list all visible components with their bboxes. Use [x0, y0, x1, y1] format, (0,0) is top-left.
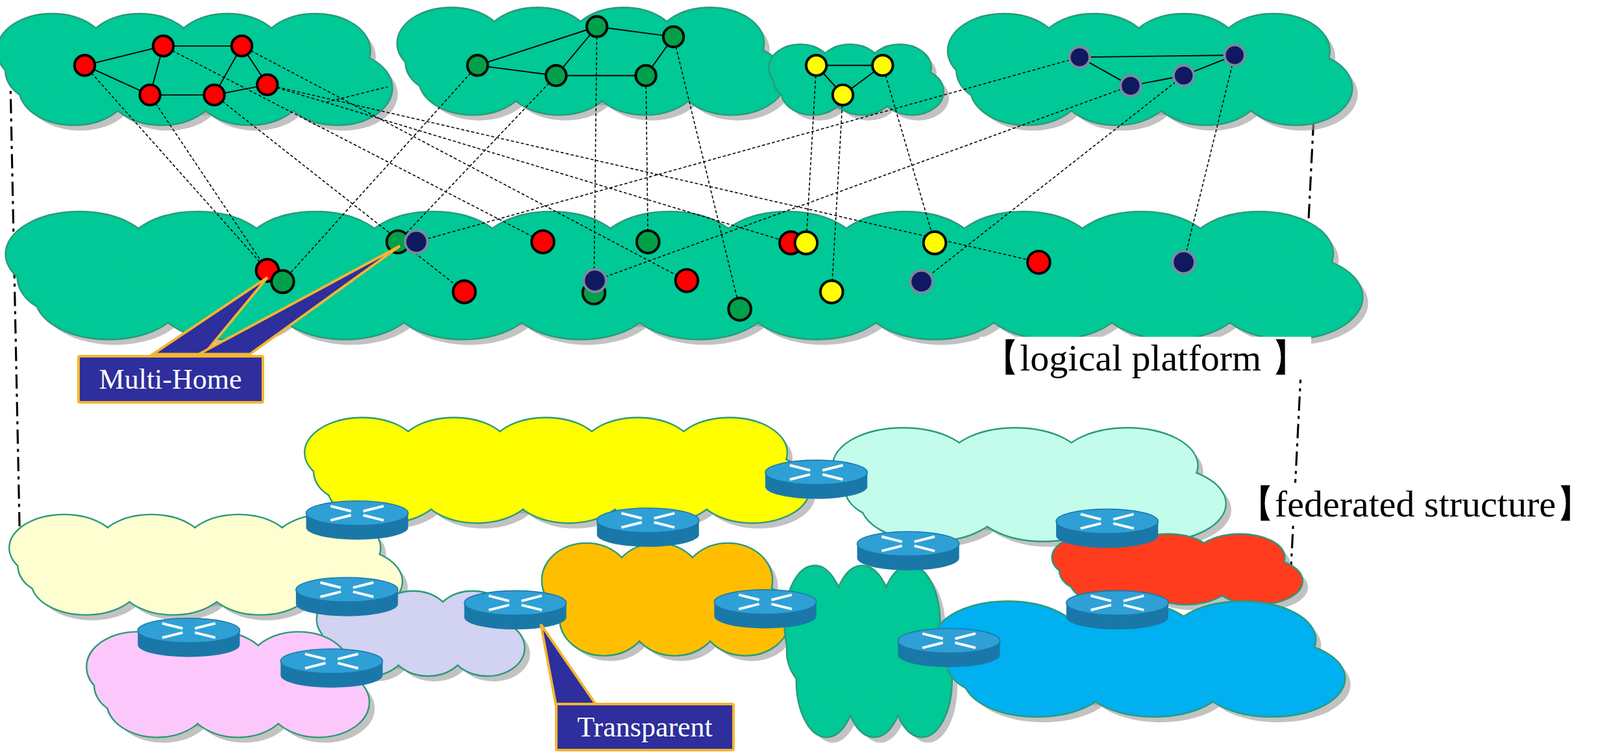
- router-symbol: [1056, 509, 1158, 549]
- overlay-link: [477, 65, 557, 76]
- mapping-line: [267, 85, 791, 244]
- overlay-node: [1120, 75, 1141, 96]
- overlay-node: [1069, 46, 1090, 67]
- overlay-link: [1079, 55, 1235, 58]
- platform-node: [271, 270, 295, 294]
- bracket-line: [10, 71, 21, 570]
- federated-clouds: [9, 418, 1351, 744]
- cloud: [948, 14, 1358, 131]
- platform-node: [675, 269, 699, 293]
- overlay-node: [635, 65, 656, 86]
- router-symbol: [765, 460, 868, 500]
- callout-text: Multi-Home: [99, 363, 243, 396]
- router-symbol: [897, 628, 1000, 668]
- mapping-line: [806, 65, 817, 244]
- overlay-link: [556, 75, 646, 77]
- overlay-node: [153, 35, 174, 56]
- mapping-line: [921, 75, 1184, 282]
- callout-pointer: [199, 246, 401, 355]
- callout-box: Transparent: [554, 702, 735, 752]
- overlay-node: [74, 55, 95, 76]
- router-symbol: [597, 508, 700, 548]
- overlay-link: [597, 26, 674, 37]
- callout-pointers: [153, 246, 598, 707]
- overlay-clouds: [0, 8, 1358, 132]
- callout-pointer: [540, 624, 597, 707]
- mapping-line: [163, 46, 544, 243]
- overlay-nodes: [74, 16, 1245, 320]
- platform-node: [636, 230, 660, 254]
- router-symbol: [295, 577, 398, 617]
- mapping-line: [397, 75, 557, 242]
- overlay-link: [84, 46, 163, 66]
- overlay-node: [467, 55, 488, 76]
- cloud: [305, 418, 816, 530]
- overlay-link: [163, 45, 243, 47]
- platform-node: [405, 230, 428, 254]
- overlay-node: [257, 74, 278, 95]
- platform-node: [453, 280, 476, 304]
- mapping-line: [267, 85, 1039, 263]
- mapping-line: [673, 36, 740, 310]
- cloud: [934, 602, 1351, 724]
- platform-node: [728, 297, 751, 321]
- platform-node: [583, 269, 607, 293]
- router-symbol: [713, 590, 816, 629]
- mapping-line: [326, 86, 388, 103]
- layer-label: 【logical platform 】: [979, 336, 1312, 381]
- mapping-line: [593, 26, 598, 291]
- overlay-node: [1224, 44, 1245, 65]
- platform-node: [531, 230, 555, 254]
- mapping-line: [282, 65, 478, 282]
- callout-box: Multi-Home: [77, 355, 265, 404]
- mapping-line: [416, 57, 1080, 243]
- mapping-line: [242, 46, 687, 282]
- mapping-line: [214, 94, 465, 292]
- overlay-node: [832, 85, 853, 106]
- router-symbol: [1066, 590, 1169, 630]
- overlay-node: [1173, 65, 1194, 86]
- mapping-line: [882, 65, 935, 244]
- mapping-line: [1183, 55, 1236, 263]
- overlay-node: [545, 65, 567, 86]
- overlay-node: [231, 35, 252, 56]
- callout-text: Transparent: [577, 711, 713, 744]
- platform-node: [1027, 251, 1051, 274]
- cloud: [0, 14, 398, 131]
- overlay-node: [586, 16, 607, 37]
- mapping-line: [149, 94, 268, 271]
- mapping-line: [595, 85, 1131, 281]
- cloud: [769, 44, 949, 121]
- layer-label: 【federated structure】: [1234, 482, 1597, 527]
- platform-node: [1172, 251, 1195, 274]
- cloud: [397, 8, 792, 121]
- routers: [137, 460, 1169, 689]
- overlay-node: [139, 85, 160, 106]
- cloud: [833, 428, 1232, 547]
- router-symbol: [137, 618, 240, 658]
- overlay-link: [477, 26, 598, 66]
- mapping-line: [645, 75, 648, 242]
- mapping-line: [84, 65, 267, 271]
- overlay-node: [203, 85, 224, 106]
- overlay-links: [84, 26, 1235, 309]
- overlay-node: [806, 55, 827, 76]
- overlay-node: [872, 55, 893, 76]
- router-symbol: [306, 501, 409, 541]
- platform-node: [820, 280, 844, 304]
- overlay-node: [663, 26, 684, 47]
- platform-node: [923, 231, 947, 255]
- router-symbol: [464, 590, 567, 630]
- platform-node: [795, 231, 818, 255]
- router-symbol: [280, 649, 383, 689]
- router-symbol: [857, 531, 960, 571]
- platform-node: [910, 270, 933, 294]
